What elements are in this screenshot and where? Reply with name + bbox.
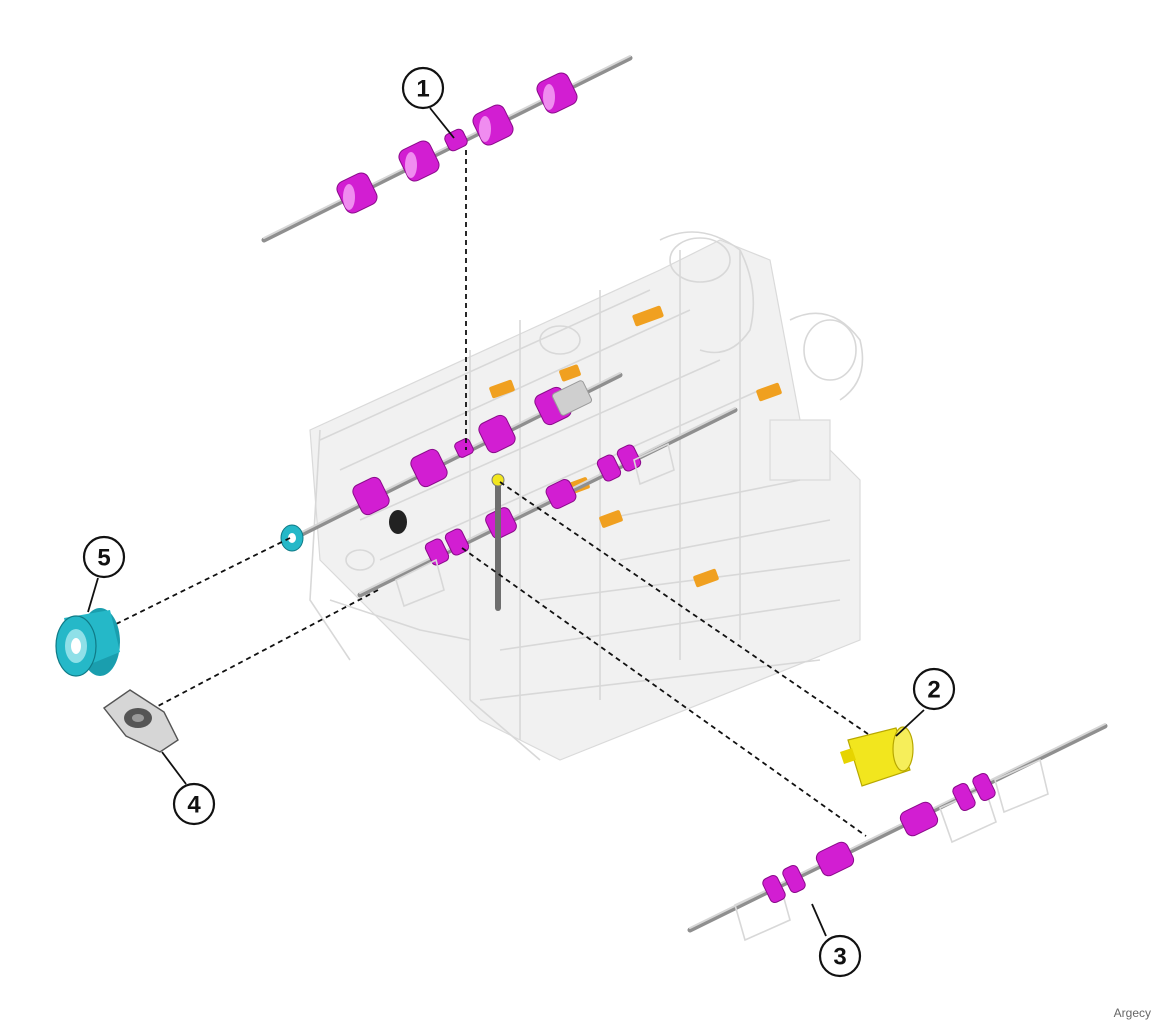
callout-3: 3 (818, 934, 862, 978)
callout-5-number: 5 (97, 545, 110, 572)
callout-4-number: 4 (187, 792, 201, 819)
assembled-roller-shaft (287, 372, 623, 543)
part-5-gear (55, 608, 120, 677)
callout-5: 5 (82, 535, 126, 579)
part-4-bearing (102, 689, 179, 753)
callout-leaders (87, 107, 925, 937)
background-frame-assembly (309, 231, 864, 761)
part-1-roller-shaft (261, 55, 633, 243)
callout-3-number: 3 (833, 944, 846, 971)
explosion-lines (107, 150, 869, 837)
callout-4: 4 (172, 782, 216, 826)
callout-2: 2 (912, 667, 956, 711)
watermark-text: Argecy (1113, 1006, 1151, 1020)
part-3-roller-shaft (687, 723, 1108, 942)
assembled-lower-shaft (357, 407, 738, 608)
part-2-coupler (840, 726, 914, 787)
callout-2-number: 2 (927, 677, 940, 704)
callout-1: 1 (401, 66, 445, 110)
callout-1-number: 1 (416, 76, 429, 103)
assembled-gear (280, 510, 407, 552)
